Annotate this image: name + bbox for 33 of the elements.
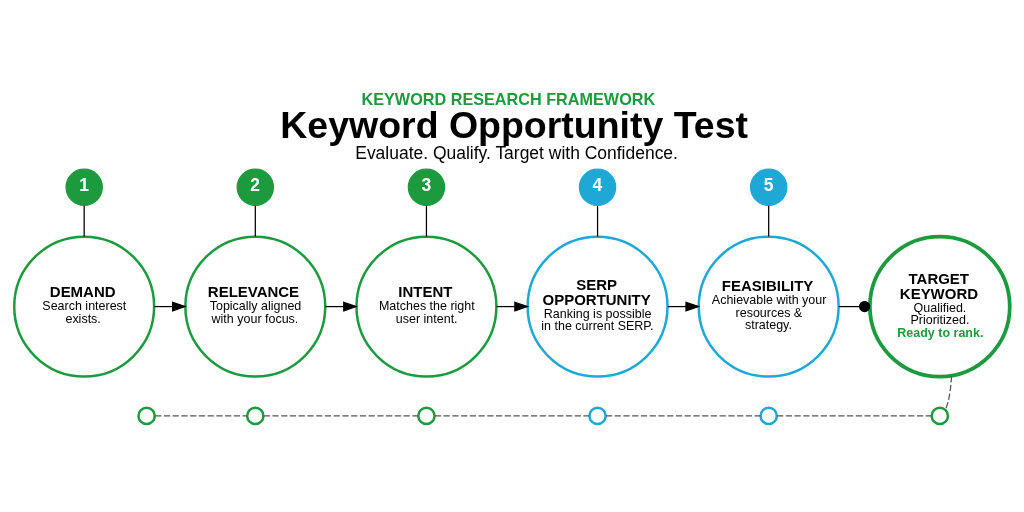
node-circle: DEMAND Search interest exists. xyxy=(13,235,156,378)
node-circle: RELEVANCE Topically aligned with your focus. xyxy=(184,235,327,378)
node-circle xyxy=(417,406,436,426)
connector xyxy=(596,205,599,238)
node-circle xyxy=(245,406,265,426)
arrow xyxy=(153,301,187,312)
node-circle: INTENT Matches the right user intent. xyxy=(355,235,498,378)
node-circle xyxy=(930,406,950,426)
node-circle: 4 xyxy=(578,168,617,207)
connector xyxy=(768,205,770,238)
arrow xyxy=(324,301,359,312)
connector xyxy=(838,300,871,313)
node-circle: TARGET KEYWORD Qualified. Prioritized. Ready to rank. xyxy=(868,234,1012,379)
node-circle xyxy=(588,406,607,426)
connector xyxy=(83,205,85,238)
connector xyxy=(425,205,428,238)
node-circle: 1 xyxy=(65,168,103,207)
connector xyxy=(154,415,248,417)
connector xyxy=(263,415,419,417)
connector xyxy=(254,205,256,238)
connector xyxy=(434,415,590,417)
label: KEYWORD RESEARCH FRAMEWORK xyxy=(361,89,656,108)
node-circle: FEASIBILITY Achievable with your resources & strategy. xyxy=(697,235,840,378)
arrow xyxy=(496,301,530,312)
node-circle: 3 xyxy=(407,168,446,207)
node-circle xyxy=(137,406,156,426)
connector xyxy=(944,375,953,411)
arrow xyxy=(667,301,701,312)
node-circle xyxy=(759,406,779,426)
connector xyxy=(776,415,933,417)
node-circle: SERP OPPORTUNITY Ranking is possible in the current SERP. xyxy=(526,235,669,378)
node-circle: 2 xyxy=(236,168,275,207)
node-circle: 5 xyxy=(749,168,788,207)
